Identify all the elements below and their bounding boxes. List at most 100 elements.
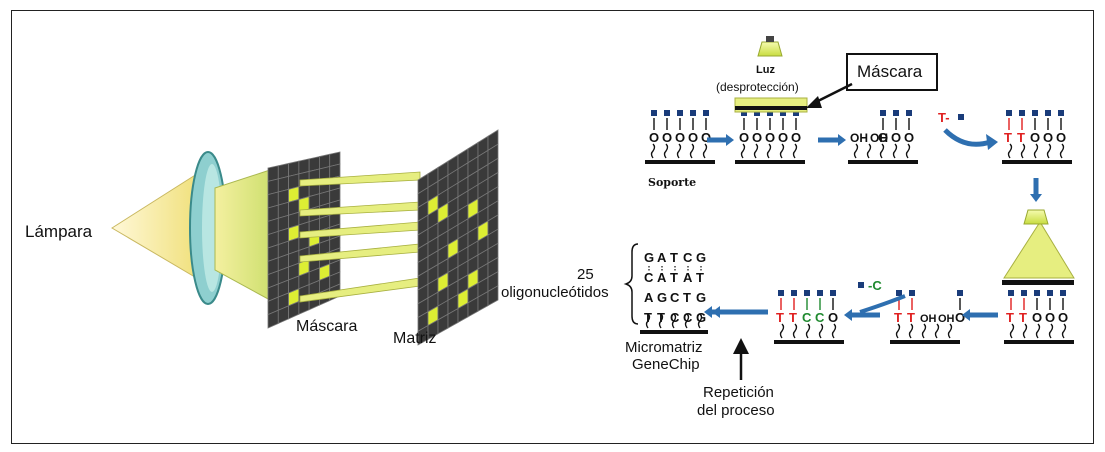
matrix-label: Matriz [393,330,437,347]
base-label: T [1019,310,1027,325]
mask-label: Máscara [296,318,358,335]
matrix-grid [417,129,499,346]
protecting-group [804,290,810,296]
repetition-label: Repetición [703,384,774,401]
linker [1020,143,1026,159]
linker [779,143,785,159]
linker [866,143,872,159]
arrow-head [726,134,734,146]
lamp-bulb-2 [1023,209,1049,225]
arrow-head [962,309,970,321]
substrate-bar [1002,160,1072,164]
protecting-group [1045,110,1051,116]
deprotection-label: (desprotección) [716,80,799,94]
protecting-group [830,290,836,296]
linker [658,313,664,329]
linker [663,143,669,159]
protecting-group [909,290,915,296]
t-reagent-label: T- [938,110,950,125]
linker [895,323,901,339]
hydroxyl-label: OH [870,131,888,145]
substrate-bar [848,160,918,164]
protecting-group [651,110,657,116]
protecting-group [690,110,696,116]
protecting-group [1060,290,1066,296]
linker [766,143,772,159]
linker [947,323,953,339]
protecting-group [957,290,963,296]
linker [753,143,759,159]
protecting-group [1047,290,1053,296]
oxygen-label: O [904,130,914,145]
arrow-head [1030,194,1042,202]
linker [892,143,898,159]
protecting-group [1058,110,1064,116]
oxygen-label: O [791,130,801,145]
light-cone [111,171,201,281]
linker [671,313,677,329]
base-label: O [1056,130,1066,145]
linker [1046,143,1052,159]
base-label: T [1017,130,1025,145]
linker [650,143,656,159]
protecting-group [896,290,902,296]
protecting-group [893,110,899,116]
base-label: O [828,310,838,325]
substrate-bar [735,160,805,164]
base-label: T [776,310,784,325]
sequence-letter: A [657,270,667,285]
protecting-group [858,282,864,288]
linker [684,313,690,329]
hydroxyl-label: OH [920,313,937,325]
sequence-letter: C [670,290,680,305]
process-label: del proceso [697,402,775,419]
linker [908,323,914,339]
sequence-letter: T [644,310,652,325]
substrate-bar [774,340,844,344]
protecting-group [754,110,760,116]
mask-bar-2 [1002,280,1074,285]
linker [818,323,824,339]
oxygen-label: O [778,130,788,145]
sequence-letter: T [683,290,691,305]
linker [645,313,651,329]
arrow-head [838,134,846,146]
linker [697,313,703,329]
light-cone-2 [1003,221,1075,279]
sequence-letter: G [696,250,706,265]
mask-bar [735,106,807,110]
sequence-letter: A [683,270,693,285]
oxygen-label: O [739,130,749,145]
light-rods [299,171,421,303]
oxygen-label: O [701,130,711,145]
linker [1059,143,1065,159]
oligo-label: oligonucleótidos [501,284,609,301]
oxygen-label: O [688,130,698,145]
lamp-label: Lámpara [25,222,93,241]
sequence-letter: C [683,250,693,265]
protecting-group [1006,110,1012,116]
substrate-bar [1004,340,1074,344]
arrow-head [844,309,852,321]
substrate-bar [640,330,708,334]
linker [740,143,746,159]
oxygen-label: O [675,130,685,145]
protecting-group [677,110,683,116]
support-label: Soporte [648,176,697,189]
hydroxyl-label: OH [850,131,868,145]
base-label: O [1030,130,1040,145]
sequence-letter: C [644,270,654,285]
sequence-letter: A [644,290,654,305]
linker [689,143,695,159]
arrow-head [704,306,712,318]
linker [676,143,682,159]
protecting-group [703,110,709,116]
c-reagent-label: -C [868,278,882,293]
linker [1007,143,1013,159]
protecting-group [780,110,786,116]
light-beam [214,169,271,301]
oligo-brace [623,243,639,325]
sequence-letter: A [657,250,667,265]
linker [879,143,885,159]
